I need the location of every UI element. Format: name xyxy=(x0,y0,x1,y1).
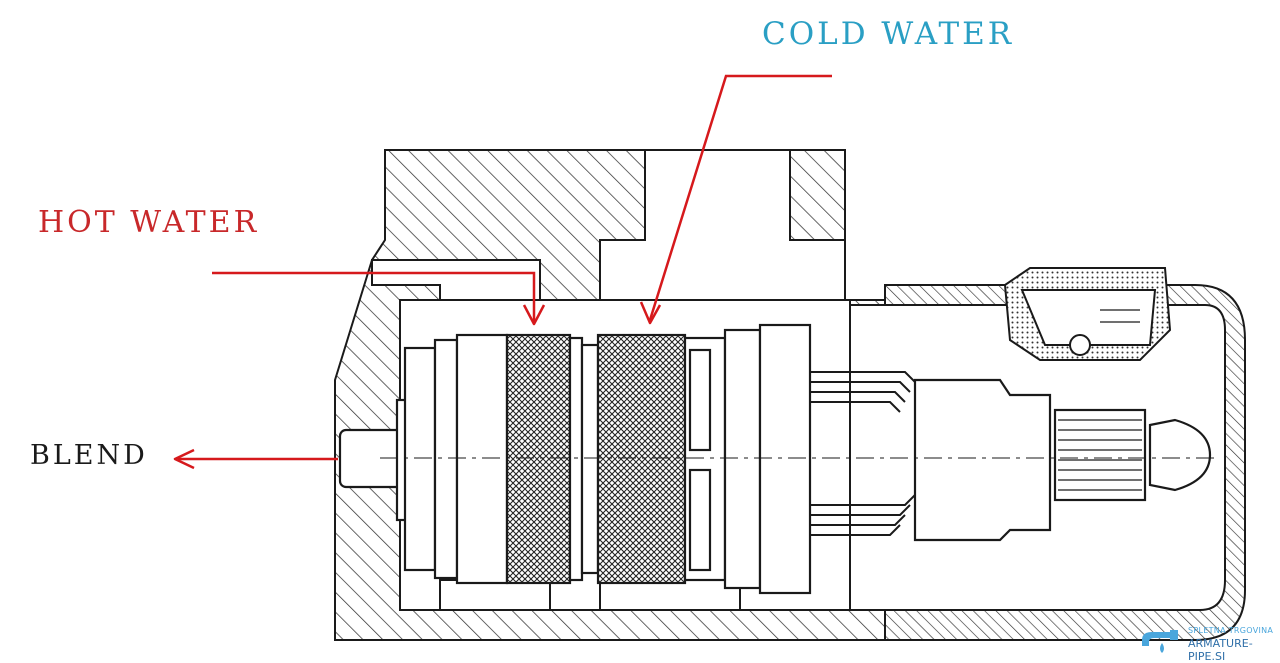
cold-water-arrow xyxy=(648,74,832,321)
cartridge xyxy=(338,323,1215,595)
lever-mechanism xyxy=(1003,267,1172,361)
watermark: SPLETNA TRGOVINA ARMATURE-PIPE.SI xyxy=(1140,626,1278,663)
cold-water-label: COLD WATER xyxy=(762,16,1015,52)
hot-water-arrowhead xyxy=(522,304,546,326)
blend-arrowhead xyxy=(173,448,195,470)
watermark-line-2: ARMATURE-PIPE.SI xyxy=(1188,637,1253,663)
blend-label: BLEND xyxy=(30,440,148,471)
cold-water-arrowhead xyxy=(639,301,662,325)
hot-water-label: HOT WATER xyxy=(38,205,260,240)
watermark-line-1: SPLETNA TRGOVINA xyxy=(1188,626,1274,635)
arrows xyxy=(173,74,832,470)
hot-water-arrow xyxy=(212,271,536,322)
faucet-drop-icon xyxy=(1142,630,1178,653)
